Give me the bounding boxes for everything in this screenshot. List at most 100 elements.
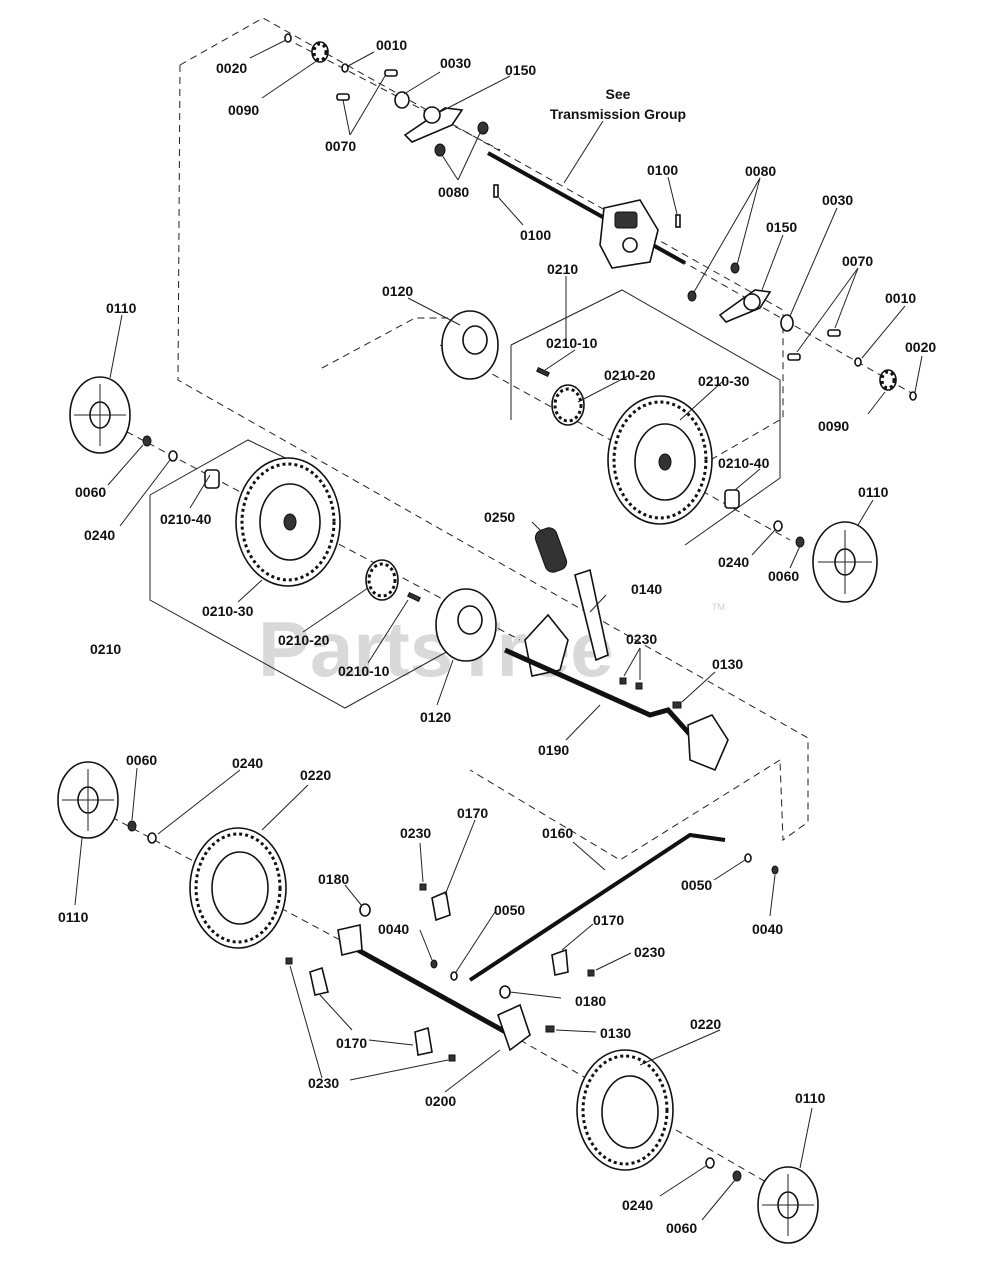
left-dashed-frame: [177, 64, 809, 841]
label-0080: 0080: [745, 163, 776, 179]
label-0010: 0010: [885, 290, 916, 306]
screw-0230-b: [635, 682, 643, 690]
label-0030: 0030: [440, 55, 471, 71]
rear-wheel-axis: [439, 344, 791, 541]
washer-0240-left: [168, 450, 178, 462]
wheel-cover-0120-left: [435, 588, 497, 662]
label-0120: 0120: [382, 283, 413, 299]
label-0060: 0060: [666, 1220, 697, 1236]
front-axle-plate-right: [497, 1003, 531, 1052]
handle-grip-0250: [534, 527, 568, 573]
label-0240: 0240: [718, 554, 749, 570]
label-0060: 0060: [768, 568, 799, 584]
label-0040: 0040: [378, 921, 409, 937]
nut-0080-right-b: [687, 290, 697, 302]
adjuster-plate-upper: [524, 613, 569, 677]
label-0210: 0210: [90, 641, 121, 657]
label-0190: 0190: [538, 742, 569, 758]
label-0080: 0080: [438, 184, 469, 200]
hubcap-0110-rear-left: [69, 376, 131, 454]
washer-0050-right: [744, 853, 752, 863]
front-axle-dashed-frame: [469, 759, 781, 861]
label-0110: 0110: [858, 484, 889, 500]
washer-0240-front-left: [147, 832, 157, 844]
nut-0060-front-left: [127, 820, 137, 832]
label-0040: 0040: [752, 921, 783, 937]
nut-0040-right: [771, 865, 779, 875]
label-0110: 0110: [58, 909, 89, 925]
nut-0080-right-a: [730, 262, 740, 274]
bolt-0070-right-b: [787, 353, 801, 361]
adjuster-lever-0140: [574, 568, 609, 662]
clip-0170-upper: [431, 890, 451, 922]
label-0020: 0020: [905, 339, 936, 355]
label-0070: 0070: [842, 253, 873, 269]
drive-gear-0090-right: [879, 369, 897, 391]
front-rod-0160: [468, 832, 726, 982]
spring-0180-left: [359, 903, 371, 917]
bushing-0030-right: [780, 314, 794, 332]
hubcap-0110-front-left: [57, 761, 119, 839]
nut-0080-top-b: [434, 143, 446, 157]
screw-0130-lower: [545, 1025, 555, 1033]
label-0240: 0240: [622, 1197, 653, 1213]
label-0210-20: 0210-20: [604, 367, 656, 383]
rear-axle-dashed-frame: [179, 17, 784, 474]
bushing-0030-top: [394, 91, 410, 109]
label-0240: 0240: [84, 527, 115, 543]
transmission-housing: [599, 199, 659, 269]
rear-wheel-group-box: [510, 289, 781, 546]
wheel-cover-0120-rear: [441, 310, 499, 380]
label-0050: 0050: [681, 877, 712, 893]
bolt-0070-top-a: [384, 69, 398, 77]
label-0210-10: 0210-10: [546, 335, 598, 351]
watermark-tm: TM: [712, 602, 725, 612]
bushing-0210-40-rear: [724, 489, 740, 509]
label-0100: 0100: [520, 227, 551, 243]
clip-0170-right: [551, 948, 569, 976]
label-0010: 0010: [376, 37, 407, 53]
rear-axle-plate: [687, 714, 729, 772]
label-0180: 0180: [575, 993, 606, 1009]
part-labels: 0020 0010 0030 0150 0090 0070 0080 0100 …: [58, 37, 936, 1236]
label-0230: 0230: [626, 631, 657, 647]
clip-0170-left: [309, 966, 329, 996]
label-0240: 0240: [232, 755, 263, 771]
wheel-0210-30-left: [235, 457, 341, 587]
screw-0230-a: [619, 677, 627, 685]
label-0110: 0110: [106, 300, 137, 316]
pin-0100-left: [493, 184, 499, 198]
label-0150: 0150: [766, 219, 797, 235]
label-0130: 0130: [600, 1025, 631, 1041]
label-0230: 0230: [400, 825, 431, 841]
label-0180: 0180: [318, 871, 349, 887]
label-0200: 0200: [425, 1093, 456, 1109]
label-0100: 0100: [647, 162, 678, 178]
nut-0080-top-a: [477, 121, 489, 135]
drive-gear-0090-top: [311, 41, 329, 63]
label-0030: 0030: [822, 192, 853, 208]
pin-0100-right: [675, 214, 681, 228]
label-0210-20: 0210-20: [278, 632, 330, 648]
nut-0040-left: [430, 959, 438, 969]
label-0090: 0090: [228, 102, 259, 118]
front-axle-0200: [338, 937, 522, 1043]
label-0210: 0210: [547, 261, 578, 277]
transmission-note-line1: See: [606, 86, 631, 102]
bolt-0070-top-b: [336, 93, 350, 101]
label-0250: 0250: [484, 509, 515, 525]
front-axle-plate-left: [337, 924, 363, 956]
label-0210-30: 0210-30: [202, 603, 254, 619]
label-0020: 0020: [216, 60, 247, 76]
leader-lines: [74, 39, 923, 1221]
pin-0210-10-left: [407, 591, 421, 603]
pivot-bracket-0150-top: [403, 106, 464, 143]
label-0170: 0170: [593, 912, 624, 928]
wheel-0210-30-rear: [607, 395, 713, 525]
label-0210-30: 0210-30: [698, 373, 750, 389]
pin-0210-10-rear: [536, 366, 550, 378]
upper-right-axis: [679, 259, 916, 396]
hubcap-0110-front-right: [757, 1166, 819, 1244]
washer-0240-front-right: [705, 1157, 715, 1169]
screw-0230-front-d: [448, 1054, 456, 1062]
